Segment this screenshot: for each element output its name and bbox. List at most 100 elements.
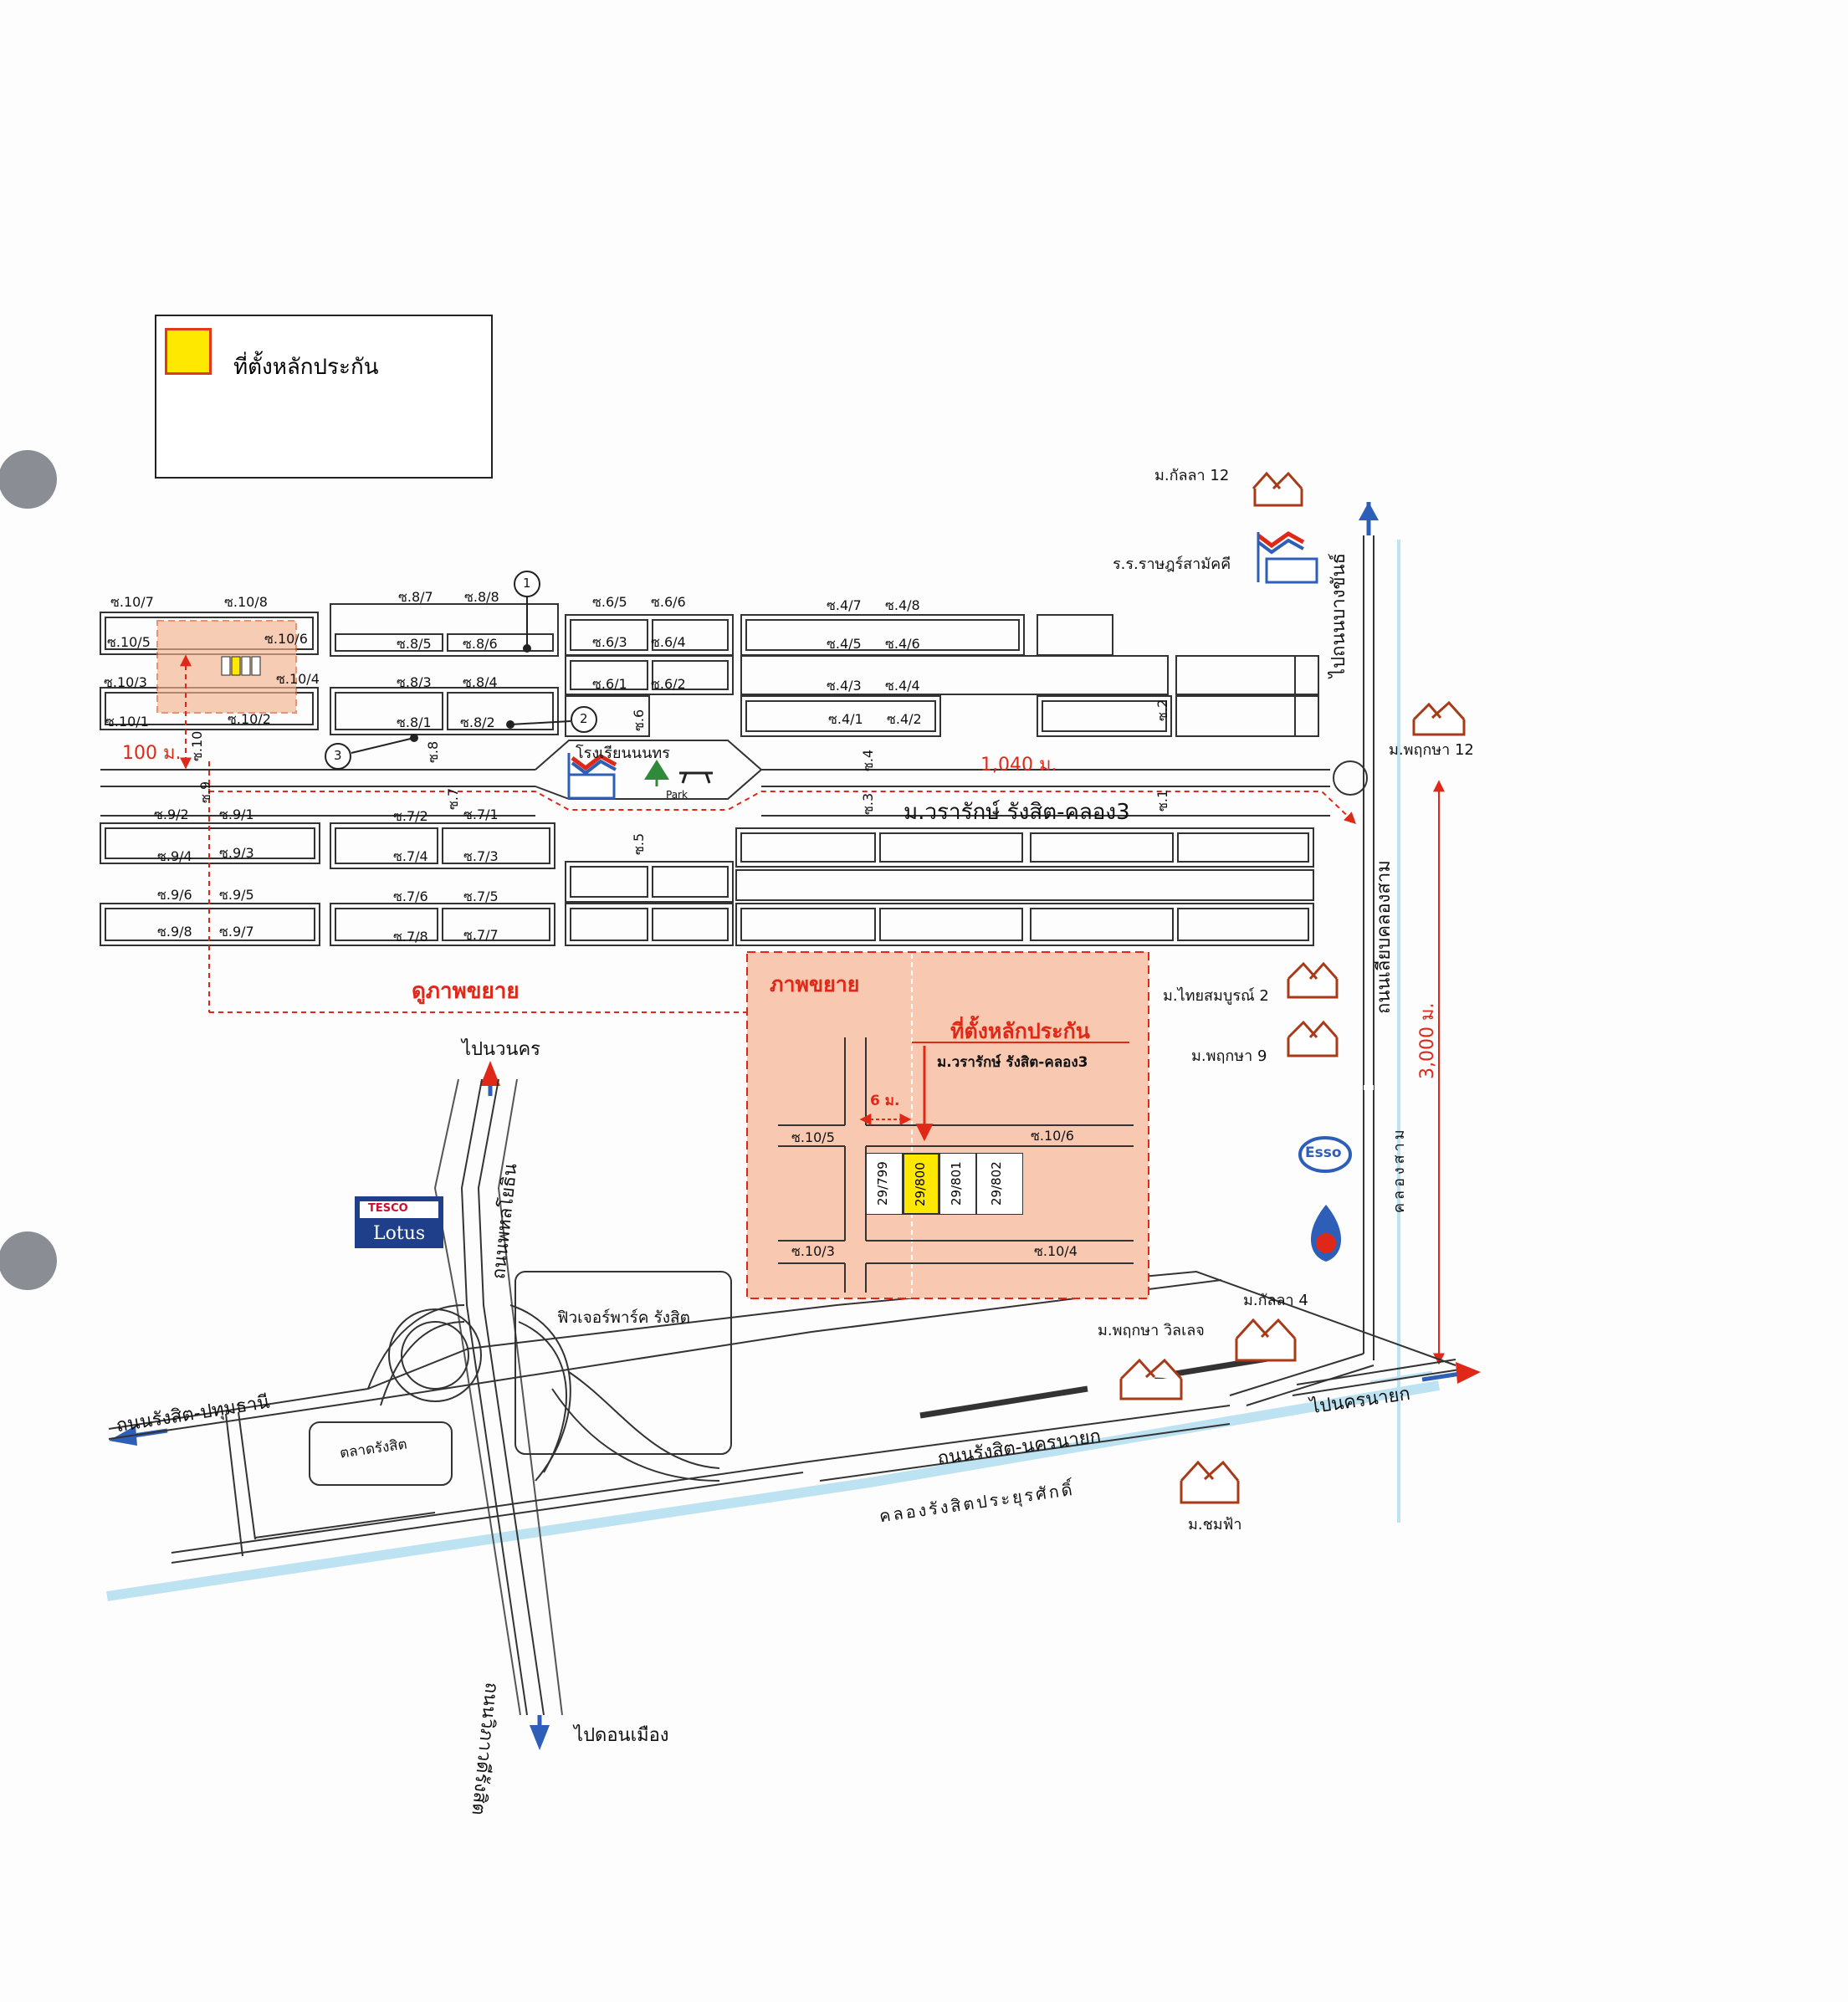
futurepark-label: ฟิวเจอร์พาร์ค รังสิต <box>557 1308 690 1327</box>
tesco-lotus-logo <box>355 1196 443 1248</box>
soi-label: ซ.7/7 <box>463 927 499 943</box>
phruksa9-label: ม.พฤกษา 9 <box>1191 1047 1267 1065</box>
inset-soi: ซ.10/6 <box>1031 1128 1074 1144</box>
soi-label: ซ.10/4 <box>276 671 320 687</box>
expand-link[interactable]: ดูภาพขยาย <box>412 979 520 1004</box>
marker-number: 2 <box>580 711 588 726</box>
soi-label: ซ.5 <box>631 832 647 855</box>
lot: 29/801 <box>939 1153 976 1215</box>
roads-lower <box>108 1078 1456 1716</box>
roads-right <box>1229 535 1461 1406</box>
canal-khlong3: คลองสาม <box>1390 1126 1408 1213</box>
soi-label: ซ.8/6 <box>463 636 498 652</box>
soi-label: ซ.7/6 <box>393 888 428 904</box>
kallasa12-label: ม.กัลลา 12 <box>1154 467 1230 484</box>
soi-label: ซ.8/1 <box>397 714 432 730</box>
esso-label: Esso <box>1305 1144 1342 1161</box>
lot-label: 29/799 <box>875 1161 890 1206</box>
punch-hole <box>0 1231 57 1290</box>
inset-panel <box>746 951 1149 1299</box>
park-label: Park <box>666 789 688 801</box>
esso-logo <box>1298 1136 1352 1173</box>
kallasa4-label: ม.กัลลา 4 <box>1243 1292 1308 1309</box>
road-to-donmuang: ไปดอนเมือง <box>574 1725 669 1746</box>
distance-1040: 1,040 ม. <box>980 755 1057 776</box>
thaisombun2-label: ม.ไทยสมบูรณ์ 2 <box>1163 987 1269 1005</box>
soi-label: ซ.7/8 <box>393 929 428 945</box>
soi-label: ซ.9/8 <box>157 924 192 940</box>
legend-swatch <box>165 328 212 375</box>
soi-label: ซ.10/2 <box>228 711 271 727</box>
distance-lines <box>180 654 1445 1365</box>
lot-row: 29/799 29/800 29/801 29/802 <box>866 1153 1023 1215</box>
phruksa12-label: ม.พฤกษา 12 <box>1389 741 1474 759</box>
soi-label: ซ.4/1 <box>828 711 863 727</box>
soi-label: ซ.9/5 <box>219 887 254 903</box>
school2-icon <box>1257 531 1318 584</box>
soi-label: ซ.9/2 <box>154 806 189 822</box>
distance-6: 6 ม. <box>870 1093 900 1109</box>
soi-label: ซ.9/6 <box>157 887 192 903</box>
marker-number: 3 <box>334 748 342 763</box>
distance-100: 100 ม. <box>122 743 182 764</box>
soi-label: ซ.9/3 <box>219 845 254 861</box>
phruksa-village-label: ม.พฤกษา วิลเลจ <box>1098 1322 1205 1339</box>
soi-label: ซ.4/8 <box>885 597 920 613</box>
inset-soi: ซ.10/5 <box>791 1129 835 1145</box>
marker-number: 1 <box>523 576 531 591</box>
soi-label: ซ.4/2 <box>887 711 922 727</box>
soi-label: ซ.6/1 <box>592 676 627 692</box>
soi-label: ซ.6/3 <box>592 634 627 650</box>
school2-label: ร.ร.ราษฎร์สามัคคี <box>1113 556 1231 573</box>
soi-label: ซ.6 <box>631 709 647 731</box>
soi-label: ซ.6/2 <box>651 676 686 692</box>
soi-label: ซ.4 <box>860 749 876 771</box>
soi-label: ซ.7/1 <box>463 806 499 822</box>
soi-label: ซ.6/5 <box>592 594 627 610</box>
soi-label: ซ.9/7 <box>219 924 254 940</box>
tesco-label: TESCO <box>368 1202 408 1215</box>
soi-label: ซ.10/5 <box>107 634 151 650</box>
inset-village-label: ม.วรารักษ์ รังสิต-คลอง3 <box>937 1054 1088 1071</box>
soi-label: ซ.10/7 <box>110 594 154 610</box>
soi-label: ซ.8/7 <box>398 589 433 605</box>
soi-label: ซ.4/3 <box>827 678 862 694</box>
lot-highlight: 29/800 <box>903 1153 939 1215</box>
lot: 29/802 <box>976 1153 1023 1215</box>
inset-soi: ซ.10/4 <box>1034 1243 1078 1259</box>
road-liap-khlong3: ถนนเลียบคลองสาม <box>1374 860 1395 1014</box>
soi-label: ซ.7/3 <box>463 848 499 864</box>
soi-label: ซ.7 <box>445 787 461 810</box>
soi-label: ซ.7/4 <box>393 848 428 864</box>
soi-label: ซ.10/6 <box>264 631 308 647</box>
soi-label: ซ.8/4 <box>463 674 498 690</box>
marker-lines <box>325 571 597 770</box>
punch-hole <box>0 450 57 509</box>
chomfa-label: ม.ชมฟ้า <box>1188 1516 1242 1534</box>
lotus-label: Lotus <box>373 1223 426 1244</box>
road-to-nakhon: ไปนวนคร <box>462 1039 540 1060</box>
legend-label: ที่ตั้งหลักประกัน <box>233 355 379 380</box>
lot-label: 29/802 <box>989 1161 1004 1206</box>
soi-label: ซ.6/4 <box>651 634 686 650</box>
soi-label: ซ.8/5 <box>397 636 432 652</box>
soi-label: ซ.8/8 <box>464 589 499 605</box>
soi-label: ซ.9/1 <box>219 806 254 822</box>
lot: 29/799 <box>866 1153 903 1215</box>
soi-label: ซ.2 <box>1154 699 1170 721</box>
lot-label: 29/801 <box>949 1161 964 1206</box>
soi-label: ซ.4/4 <box>885 678 920 694</box>
soi-label: ซ.4/6 <box>885 636 920 652</box>
soi-label: ซ.8/3 <box>397 674 432 690</box>
house-icon <box>1119 471 1466 1504</box>
village-main-label: ม.วรารักษ์ รังสิต-คลอง3 <box>904 800 1130 825</box>
soi-label: ซ.8 <box>425 740 441 763</box>
school-icon <box>567 753 617 800</box>
soi-label: ซ.10 <box>189 730 205 761</box>
legend: ที่ตั้งหลักประกัน <box>155 315 493 479</box>
soi-label: ซ.8/2 <box>460 714 495 730</box>
soi-label: ซ.7/2 <box>393 808 428 824</box>
park-icon <box>644 760 713 786</box>
inset-title: ภาพขยาย <box>770 972 860 996</box>
